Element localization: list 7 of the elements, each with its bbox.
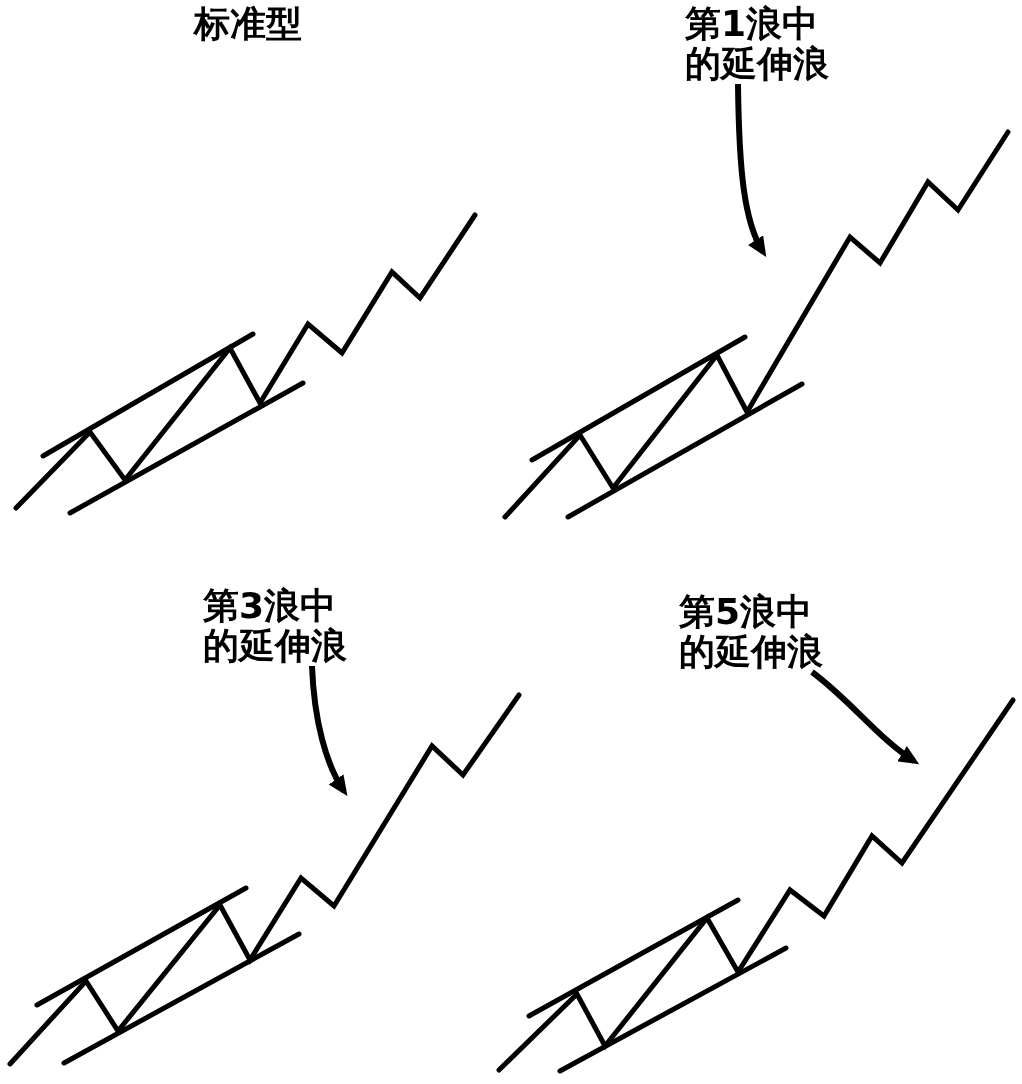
panel-title: 标准型 bbox=[194, 4, 302, 44]
panel-title: 第1浪中的延伸浪 bbox=[685, 4, 835, 84]
pointer-arrow bbox=[735, 83, 766, 258]
pointer-arrow bbox=[309, 665, 348, 797]
panel-title: 第3浪中的延伸浪 bbox=[203, 586, 353, 666]
panel-title: 第5浪中的延伸浪 bbox=[679, 592, 829, 672]
pointer-arrow bbox=[810, 669, 919, 765]
